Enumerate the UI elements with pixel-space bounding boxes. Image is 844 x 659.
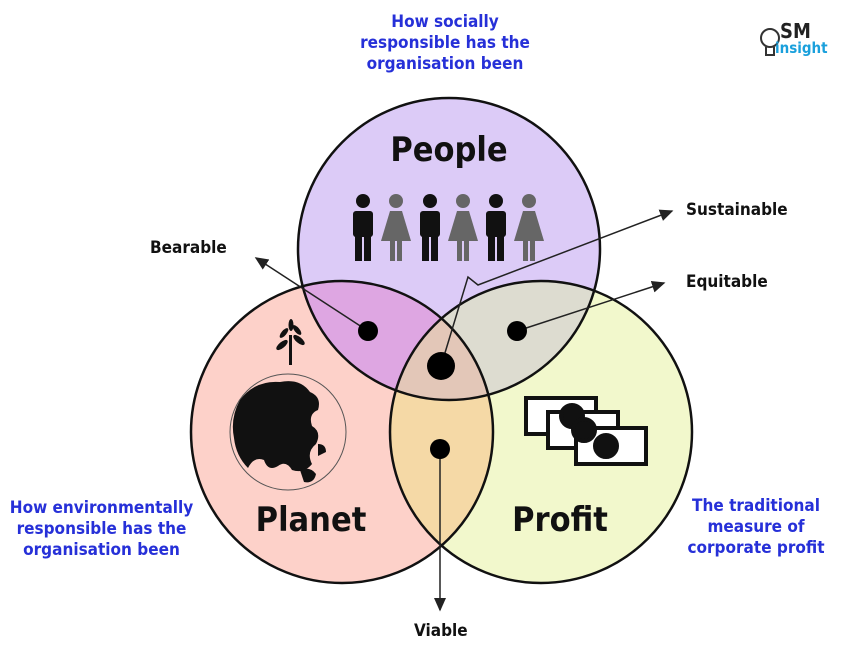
man-icon [486,194,506,261]
equitable-label: Equitable [686,272,768,292]
viable-dot [430,439,450,459]
planet-label: Planet [255,500,367,540]
man-icon [353,194,373,261]
bearable-dot [358,321,378,341]
bearable-arrow [254,257,369,332]
money-bills-icon [524,396,648,466]
logo-bulb-icon [760,28,780,56]
viable-label: Viable [414,621,468,641]
globe-icon [229,373,347,491]
sustainable-label: Sustainable [686,200,788,220]
sustainable-region [390,281,493,400]
equitable-arrow [516,281,666,332]
woman-icon [381,194,411,261]
people-label: People [390,130,508,170]
people-description: How socially responsible has the organis… [360,12,530,74]
man-icon [420,194,440,261]
woman-icon [514,194,544,261]
sustainable-dot [427,352,455,380]
people-icons [353,194,544,261]
logo-text-insight: insight [775,39,828,57]
equitable-dot [507,321,527,341]
plant-sprout-icon [276,319,305,365]
profit-description: The traditional measure of corporate pro… [687,496,825,558]
sustainable-arrow [440,209,674,367]
logo-text-sm: SM [780,19,811,43]
planet-description: How environmentally responsible has the … [9,498,194,560]
profit-label: Profit [512,500,608,540]
woman-icon [448,194,478,261]
bearable-label: Bearable [150,238,227,258]
